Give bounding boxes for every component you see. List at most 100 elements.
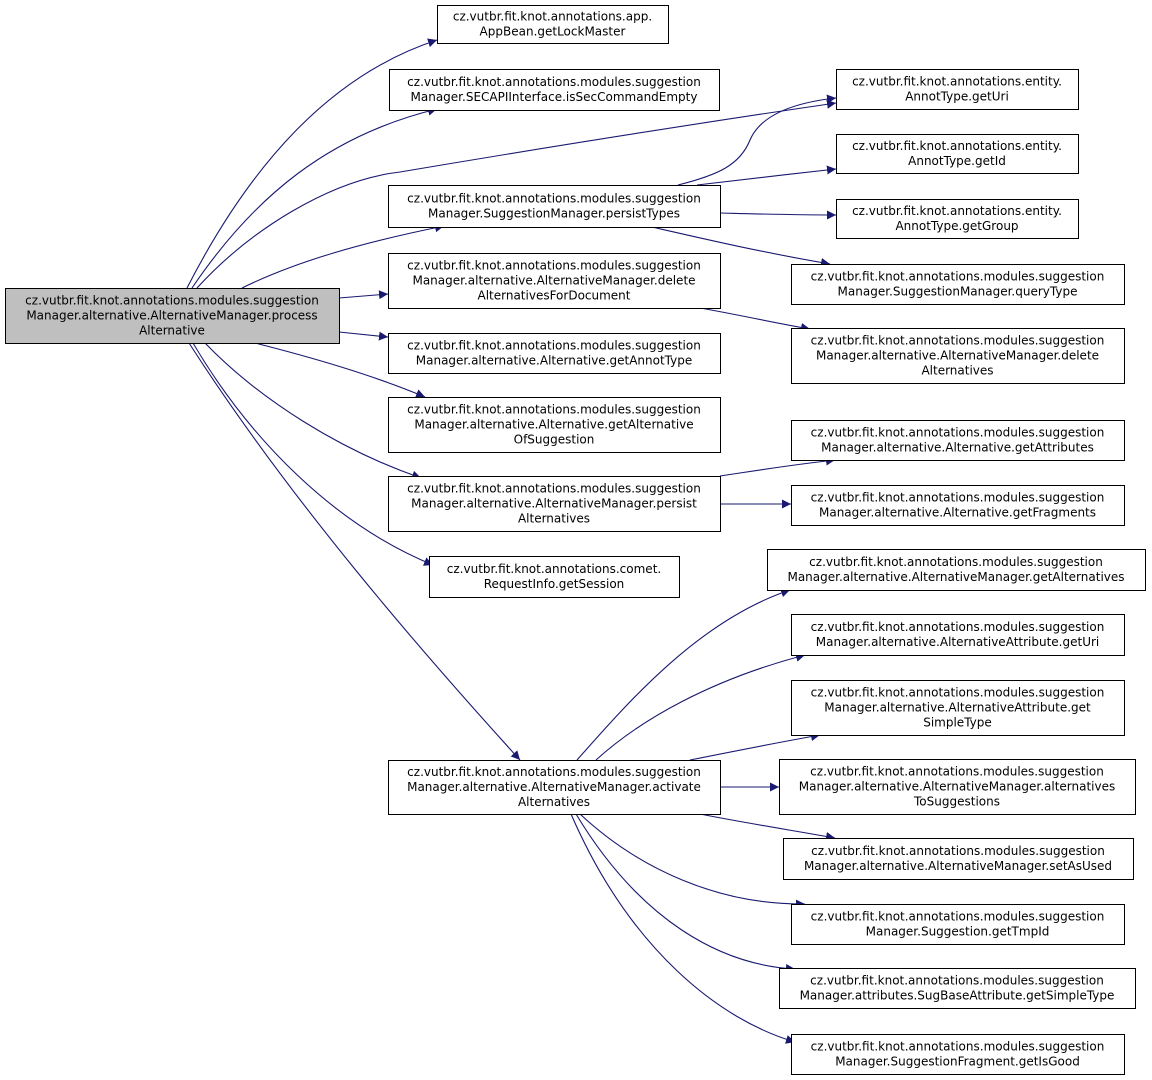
node-label-line: Manager.alternative.Alternative.getFragm… — [819, 506, 1096, 520]
edges-layer — [186, 38, 837, 1044]
node-label-line: cz.vutbr.fit.knot.annotations.modules.su… — [811, 844, 1105, 858]
edge-root-to-n15 — [192, 342, 434, 566]
node-label-line: SimpleType — [923, 716, 992, 730]
node-label-line: cz.vutbr.fit.knot.annotations.modules.su… — [811, 1040, 1105, 1054]
call-node-n2[interactable]: cz.vutbr.fit.knot.annotations.modules.su… — [389, 69, 720, 111]
node-label-line: cz.vutbr.fit.knot.annotations.modules.su… — [811, 426, 1105, 440]
node-label-line: cz.vutbr.fit.knot.annotations.comet. — [447, 562, 661, 576]
call-node-n9[interactable]: cz.vutbr.fit.knot.annotations.modules.su… — [791, 328, 1125, 384]
call-node-n24[interactable]: cz.vutbr.fit.knot.annotations.modules.su… — [791, 1034, 1125, 1075]
node-label-line: cz.vutbr.fit.knot.annotations.modules.su… — [811, 910, 1105, 924]
edge-root-to-n3 — [196, 99, 837, 289]
node-label-line: Manager.SuggestionManager.persistTypes — [428, 207, 680, 221]
node-label-line: cz.vutbr.fit.knot.annotations.modules.su… — [811, 334, 1105, 348]
call-node-n13[interactable]: cz.vutbr.fit.knot.annotations.modules.su… — [388, 476, 721, 532]
node-label-line: Manager.alternative.AlternativeManager.d… — [412, 274, 695, 288]
node-label-line: cz.vutbr.fit.knot.annotations.modules.su… — [810, 974, 1104, 988]
node-label-line: AlternativesForDocument — [477, 289, 630, 303]
node-label-line: Manager.SECAPIInterface.isSecCommandEmpt… — [411, 90, 698, 104]
node-box — [767, 549, 1146, 591]
edge-n19-to-n21 — [699, 813, 836, 841]
edge-root-to-n10 — [338, 331, 389, 341]
node-label-line: Manager.SuggestionManager.queryType — [838, 285, 1078, 299]
call-node-n4[interactable]: cz.vutbr.fit.knot.annotations.modules.su… — [388, 185, 721, 228]
node-label-line: cz.vutbr.fit.knot.annotations.modules.su… — [407, 482, 701, 496]
edge-root-to-n19 — [188, 342, 521, 761]
node-box — [388, 185, 721, 228]
edge-n13-to-n12 — [719, 456, 836, 477]
edge-root-to-n4 — [241, 223, 445, 289]
edge-n4-to-n6 — [719, 210, 837, 220]
node-label-line: Manager.alternative.AlternativeManager.a… — [407, 780, 701, 794]
edge-n19-to-n17 — [595, 652, 806, 761]
node-box — [791, 420, 1125, 461]
call-node-n17[interactable]: cz.vutbr.fit.knot.annotations.modules.su… — [791, 614, 1125, 656]
node-label-line: Alternatives — [518, 795, 590, 809]
node-label-line: Manager.alternative.AlternativeManager.g… — [787, 570, 1124, 584]
call-node-n15[interactable]: cz.vutbr.fit.knot.annotations.comet.Requ… — [429, 556, 680, 598]
call-node-n1[interactable]: cz.vutbr.fit.knot.annotations.app.AppBea… — [437, 5, 669, 44]
edge-root-to-n1 — [186, 38, 438, 289]
node-box — [388, 476, 721, 532]
node-label-line: Manager.SuggestionFragment.getIsGood — [835, 1055, 1080, 1069]
call-node-n23[interactable]: cz.vutbr.fit.knot.annotations.modules.su… — [779, 968, 1136, 1009]
call-node-n19[interactable]: cz.vutbr.fit.knot.annotations.modules.su… — [388, 760, 721, 815]
call-node-n10[interactable]: cz.vutbr.fit.knot.annotations.modules.su… — [388, 333, 721, 374]
node-box — [836, 134, 1079, 174]
node-label-line: cz.vutbr.fit.knot.annotations.modules.su… — [407, 339, 701, 353]
edge-root-to-n11 — [254, 342, 426, 398]
edge-n8-to-n9 — [699, 307, 811, 332]
node-label-line: RequestInfo.getSession — [484, 577, 625, 591]
call-node-n11[interactable]: cz.vutbr.fit.knot.annotations.modules.su… — [388, 397, 721, 453]
call-node-n5[interactable]: cz.vutbr.fit.knot.annotations.entity.Ann… — [836, 134, 1079, 174]
call-node-n8[interactable]: cz.vutbr.fit.knot.annotations.modules.su… — [388, 253, 721, 309]
node-box — [791, 680, 1125, 736]
node-box — [791, 328, 1125, 384]
node-label-line: cz.vutbr.fit.knot.annotations.entity. — [852, 75, 1062, 89]
edge-n4-to-n7 — [651, 226, 831, 267]
node-box — [783, 838, 1134, 880]
call-node-n22[interactable]: cz.vutbr.fit.knot.annotations.modules.su… — [791, 904, 1125, 945]
node-label-line: cz.vutbr.fit.knot.annotations.modules.su… — [810, 765, 1104, 779]
call-node-n3[interactable]: cz.vutbr.fit.knot.annotations.entity.Ann… — [836, 69, 1079, 110]
call-node-n7[interactable]: cz.vutbr.fit.knot.annotations.modules.su… — [791, 264, 1125, 305]
root-node-root[interactable]: cz.vutbr.fit.knot.annotations.modules.su… — [5, 288, 340, 344]
call-node-n20[interactable]: cz.vutbr.fit.knot.annotations.modules.su… — [779, 759, 1136, 815]
nodes-layer: cz.vutbr.fit.knot.annotations.modules.su… — [5, 5, 1146, 1075]
node-label-line: cz.vutbr.fit.knot.annotations.entity. — [852, 204, 1062, 218]
node-box — [836, 199, 1079, 239]
node-box — [429, 556, 680, 598]
node-box — [791, 485, 1125, 526]
node-label-line: AnnotType.getId — [908, 154, 1006, 168]
edge-n19-to-n18 — [689, 732, 821, 761]
node-label-line: Manager.attributes.SugBaseAttribute.getS… — [800, 989, 1115, 1003]
node-label-line: Manager.alternative.Alternative.getAlter… — [414, 418, 693, 432]
call-node-n6[interactable]: cz.vutbr.fit.knot.annotations.entity.Ann… — [836, 199, 1079, 239]
node-label-line: cz.vutbr.fit.knot.annotations.modules.su… — [407, 765, 701, 779]
node-label-line: Alternatives — [518, 512, 590, 526]
node-label-line: Manager.alternative.Alternative.getAttri… — [821, 441, 1094, 455]
call-node-n12[interactable]: cz.vutbr.fit.knot.annotations.modules.su… — [791, 420, 1125, 461]
node-box — [388, 253, 721, 309]
edge-n4-to-n5 — [696, 165, 837, 186]
node-label-line: AnnotType.getGroup — [895, 219, 1018, 233]
node-label-line: Manager.alternative.AlternativeManager.s… — [804, 859, 1112, 873]
call-node-n18[interactable]: cz.vutbr.fit.knot.annotations.modules.su… — [791, 680, 1125, 736]
call-node-n21[interactable]: cz.vutbr.fit.knot.annotations.modules.su… — [783, 838, 1134, 880]
node-label-line: OfSuggestion — [514, 433, 595, 447]
node-label-line: cz.vutbr.fit.knot.annotations.modules.su… — [811, 491, 1105, 505]
node-label-line: AppBean.getLockMaster — [480, 25, 626, 39]
node-label-line: Manager.alternative.Alternative.getAnnot… — [416, 354, 693, 368]
node-label-line: cz.vutbr.fit.knot.annotations.entity. — [852, 139, 1062, 153]
node-box — [791, 264, 1125, 305]
edge-root-to-n2 — [191, 106, 438, 289]
node-label-line: cz.vutbr.fit.knot.annotations.modules.su… — [25, 294, 319, 308]
node-label-line: cz.vutbr.fit.knot.annotations.modules.su… — [811, 270, 1105, 284]
node-box — [389, 69, 720, 111]
node-label-line: Manager.alternative.AlternativeManager.a… — [799, 780, 1116, 794]
node-label-line: cz.vutbr.fit.knot.annotations.modules.su… — [809, 555, 1103, 569]
node-box — [437, 5, 669, 44]
call-node-n16[interactable]: cz.vutbr.fit.knot.annotations.modules.su… — [767, 549, 1146, 591]
call-node-n14[interactable]: cz.vutbr.fit.knot.annotations.modules.su… — [791, 485, 1125, 526]
node-box — [791, 1034, 1125, 1075]
